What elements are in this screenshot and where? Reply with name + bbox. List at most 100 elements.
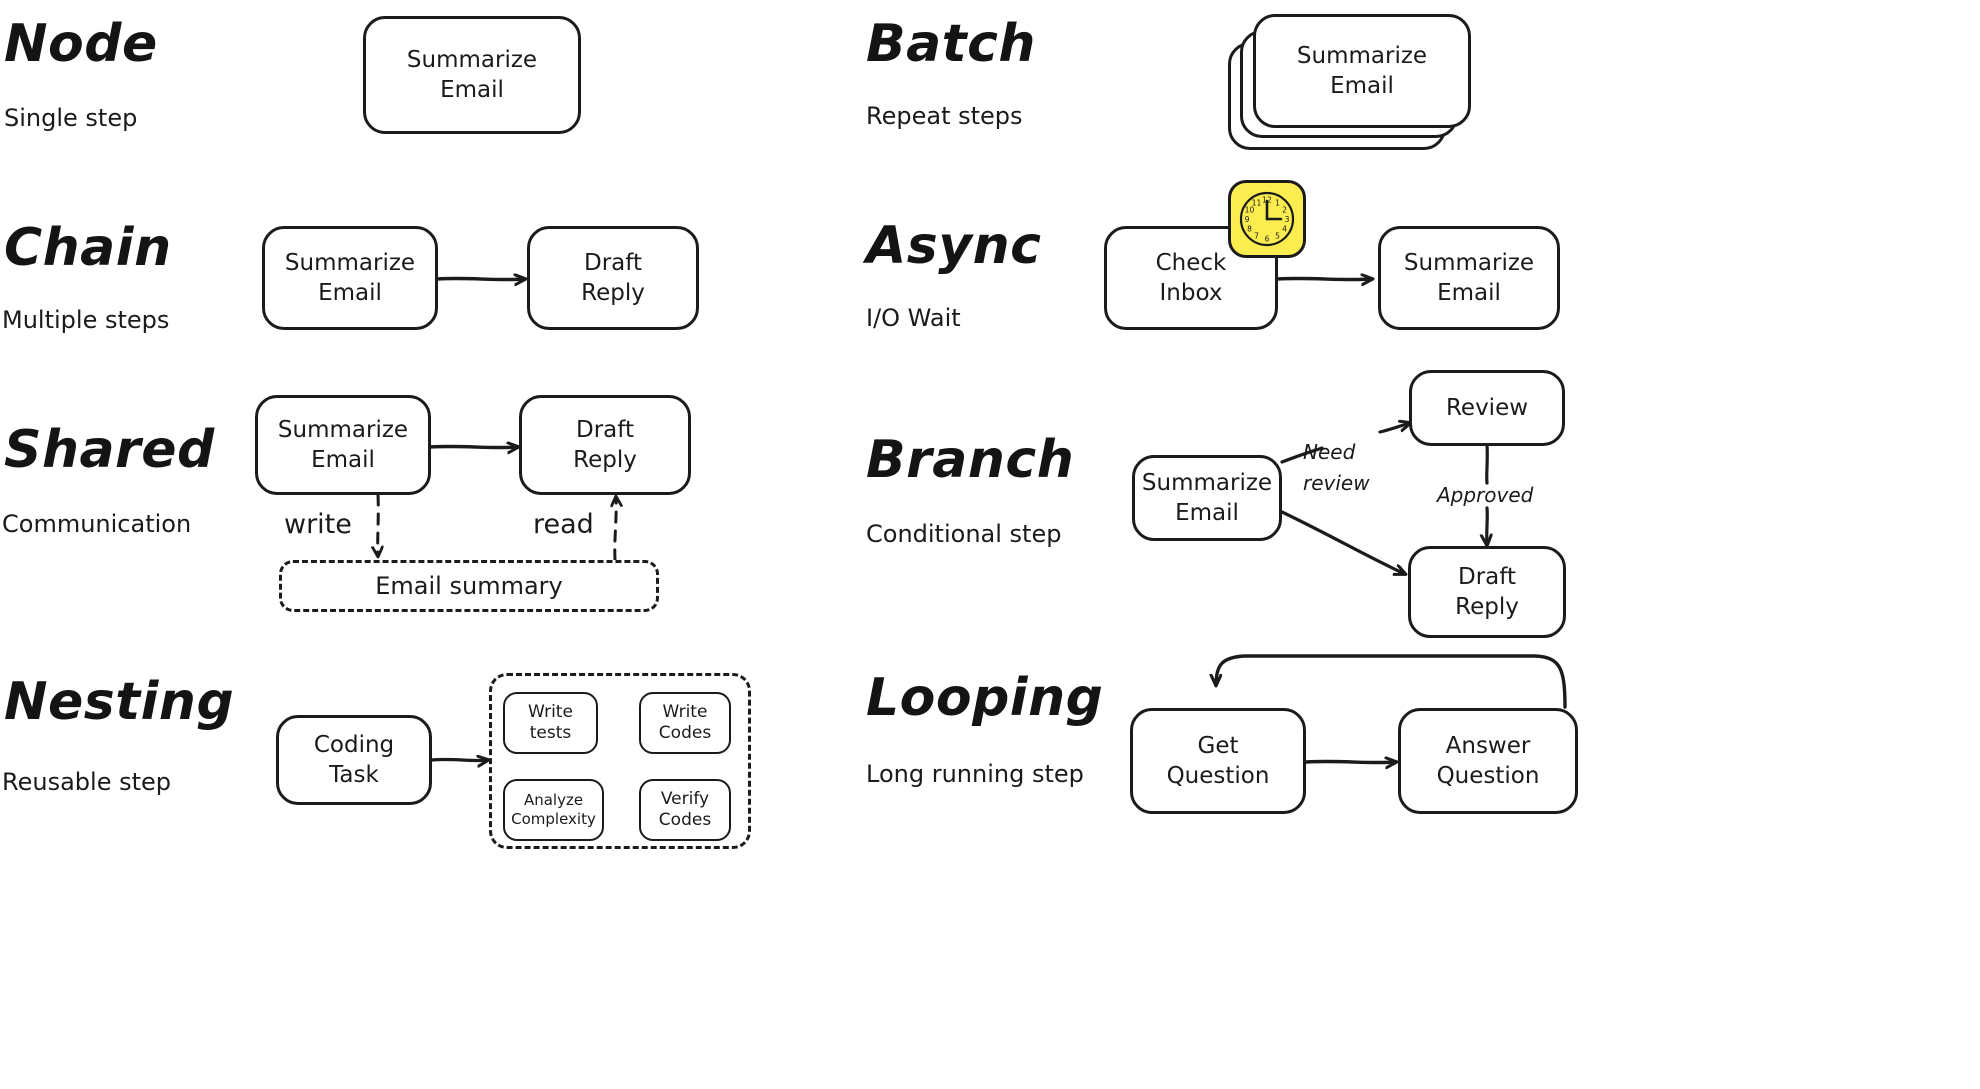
pattern-subtitle-chain: Multiple steps bbox=[2, 306, 170, 334]
async-node-summarize-email[interactable]: Summarize Email bbox=[1378, 226, 1560, 330]
svg-text:10: 10 bbox=[1245, 206, 1255, 215]
nesting-node-analyze-complexity[interactable]: Analyze Complexity bbox=[503, 779, 604, 841]
looping-node1-line2: Question bbox=[1166, 763, 1270, 789]
svg-text:3: 3 bbox=[1285, 215, 1290, 224]
svg-text:9: 9 bbox=[1245, 215, 1250, 224]
shared-edge-label-write: write bbox=[284, 509, 352, 540]
shared-node1-line2: Email bbox=[311, 447, 375, 473]
async-node2-line2: Email bbox=[1437, 280, 1501, 306]
shared-node2-line1: Draft bbox=[576, 416, 634, 443]
nesting-ac-line2: Complexity bbox=[511, 810, 596, 828]
pattern-title-node: Node bbox=[4, 14, 158, 74]
svg-text:11: 11 bbox=[1252, 199, 1262, 208]
nesting-wt-line2: tests bbox=[529, 723, 572, 743]
pattern-subtitle-nesting: Reusable step bbox=[2, 768, 171, 796]
batch-node-label-line1: Summarize bbox=[1296, 42, 1428, 69]
pattern-title-async: Async bbox=[866, 216, 1042, 276]
pattern-title-shared: Shared bbox=[4, 420, 215, 480]
nesting-wc-line2: Codes bbox=[658, 723, 712, 743]
svg-text:2: 2 bbox=[1282, 206, 1287, 215]
branch-node2-label: Review bbox=[1445, 394, 1529, 421]
chain-node1-line2: Email bbox=[318, 280, 382, 306]
looping-node2-line1: Answer bbox=[1445, 732, 1531, 759]
pattern-subtitle-looping: Long running step bbox=[866, 760, 1084, 788]
shared-node-summarize-email[interactable]: Summarize Email bbox=[255, 395, 431, 495]
edge-branch-need-review-head bbox=[1378, 423, 1410, 434]
node-label-line2: Email bbox=[440, 77, 504, 103]
svg-text:1: 1 bbox=[1275, 199, 1280, 208]
edge-looping-1 bbox=[1304, 761, 1396, 762]
looping-node-answer-question[interactable]: Answer Question bbox=[1398, 708, 1578, 814]
pattern-subtitle-shared: Communication bbox=[2, 510, 192, 538]
async-node1-line1: Check bbox=[1155, 249, 1227, 276]
branch-edge-label-review: review bbox=[1303, 471, 1370, 495]
edge-chain-1 bbox=[435, 278, 525, 279]
shared-node-draft-reply[interactable]: Draft Reply bbox=[519, 395, 691, 495]
shared-edge-label-read: read bbox=[533, 509, 594, 540]
nesting-vc-line1: Verify bbox=[660, 788, 710, 809]
pattern-title-looping: Looping bbox=[866, 668, 1104, 728]
branch-node3-line1: Draft bbox=[1458, 563, 1516, 590]
nesting-node-write-codes[interactable]: Write Codes bbox=[639, 692, 731, 754]
looping-node2-line2: Question bbox=[1436, 763, 1540, 789]
nesting-vc-line2: Codes bbox=[658, 810, 712, 830]
svg-text:7: 7 bbox=[1254, 232, 1259, 241]
batch-node-label-line2: Email bbox=[1330, 73, 1394, 99]
nesting-node-coding-task[interactable]: Coding Task bbox=[276, 715, 432, 805]
branch-node3-line2: Reply bbox=[1455, 594, 1519, 620]
pattern-title-batch: Batch bbox=[866, 14, 1036, 74]
svg-text:8: 8 bbox=[1247, 225, 1252, 234]
shared-node1-line1: Summarize bbox=[277, 416, 409, 443]
edge-branch-direct bbox=[1280, 510, 1405, 574]
branch-node1-line2: Email bbox=[1175, 500, 1239, 526]
svg-text:5: 5 bbox=[1275, 232, 1280, 241]
nesting-node-write-tests[interactable]: Write tests bbox=[503, 692, 598, 754]
svg-text:6: 6 bbox=[1265, 235, 1270, 244]
node-summarize-email[interactable]: Summarize Email bbox=[363, 16, 581, 134]
edge-async-1 bbox=[1275, 278, 1372, 279]
shared-store-email-summary[interactable]: Email summary bbox=[279, 560, 659, 612]
chain-node-summarize-email[interactable]: Summarize Email bbox=[262, 226, 438, 330]
edge-branch-approved bbox=[1485, 442, 1489, 485]
pattern-subtitle-batch: Repeat steps bbox=[866, 102, 1023, 130]
chain-node1-line1: Summarize bbox=[284, 249, 416, 276]
edge-shared-read bbox=[615, 497, 616, 562]
shared-node2-line2: Reply bbox=[573, 447, 637, 473]
edge-nesting-in bbox=[430, 759, 488, 760]
looping-node-get-question[interactable]: Get Question bbox=[1130, 708, 1306, 814]
branch-node-summarize-email[interactable]: Summarize Email bbox=[1132, 455, 1282, 541]
pattern-subtitle-node: Single step bbox=[4, 104, 138, 132]
pattern-title-branch: Branch bbox=[866, 430, 1075, 490]
branch-node-review[interactable]: Review bbox=[1409, 370, 1565, 446]
edge-branch-approved-head bbox=[1487, 506, 1488, 545]
edge-shared-write bbox=[378, 493, 379, 556]
pattern-subtitle-async: I/O Wait bbox=[866, 304, 961, 332]
chain-node2-line2: Reply bbox=[581, 280, 645, 306]
nesting-node1-line2: Task bbox=[329, 762, 379, 788]
svg-text:4: 4 bbox=[1282, 225, 1287, 234]
branch-node-draft-reply[interactable]: Draft Reply bbox=[1408, 546, 1566, 638]
chain-node2-line1: Draft bbox=[584, 249, 642, 276]
branch-node1-line1: Summarize bbox=[1141, 469, 1273, 496]
edge-looping-back bbox=[1216, 654, 1567, 709]
looping-node1-line1: Get bbox=[1197, 732, 1239, 759]
pattern-title-nesting: Nesting bbox=[4, 672, 235, 732]
async-node2-line1: Summarize bbox=[1403, 249, 1535, 276]
branch-edge-label-approved: Approved bbox=[1437, 483, 1534, 507]
batch-node-summarize-email[interactable]: Summarize Email bbox=[1253, 14, 1471, 128]
node-label-line1: Summarize bbox=[406, 46, 538, 73]
nesting-node1-line1: Coding bbox=[313, 731, 395, 758]
pattern-subtitle-branch: Conditional step bbox=[866, 520, 1062, 548]
nesting-ac-line1: Analyze bbox=[523, 791, 584, 810]
async-node1-line2: Inbox bbox=[1159, 280, 1223, 306]
pattern-title-chain: Chain bbox=[4, 218, 172, 278]
nesting-wt-line1: Write bbox=[528, 701, 573, 722]
shared-store-label: Email summary bbox=[375, 572, 563, 600]
nesting-wc-line1: Write bbox=[662, 701, 708, 722]
nesting-node-verify-codes[interactable]: Verify Codes bbox=[639, 779, 731, 841]
chain-node-draft-reply[interactable]: Draft Reply bbox=[527, 226, 699, 330]
edge-shared-1 bbox=[428, 446, 518, 447]
svg-text:12: 12 bbox=[1262, 196, 1272, 205]
clock-icon: 12 1 2 3 4 5 6 7 8 9 10 11 bbox=[1228, 180, 1306, 258]
